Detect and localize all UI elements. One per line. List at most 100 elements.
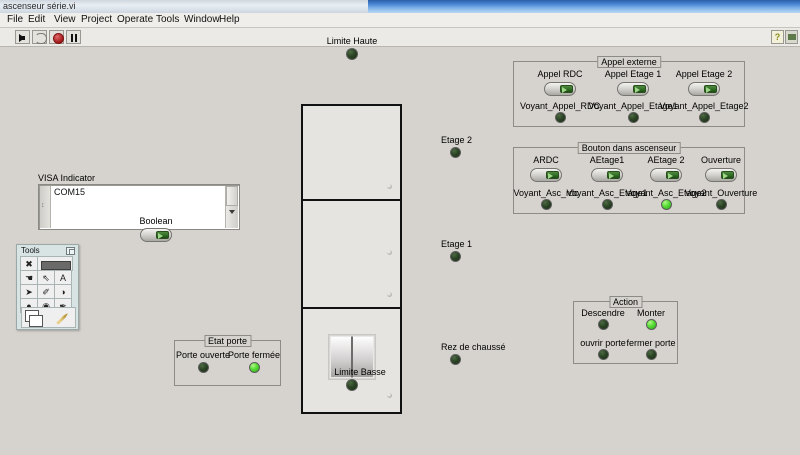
rez-de-chausse-label: Rez de chaussé	[441, 342, 506, 352]
window-title: ascenseur série.vi	[3, 1, 76, 11]
visa-scrollbar[interactable]	[225, 186, 238, 228]
menu-item-edit[interactable]: Edit	[28, 14, 46, 25]
voyant-asc-etage1-led	[602, 199, 613, 210]
shaft-marker	[387, 393, 392, 398]
ouverture-label: Ouverture	[700, 155, 742, 165]
switch-knob	[607, 171, 620, 179]
object-shortcut-menu-icon[interactable]: ◑	[54, 284, 72, 299]
automatic-tool-select-icon[interactable]: ✖	[20, 256, 38, 271]
pause-button[interactable]	[66, 30, 81, 44]
menu-item-file[interactable]: File	[7, 14, 24, 25]
descendre-label: Descendre	[581, 308, 625, 318]
switch-knob	[666, 171, 679, 179]
porte-ouverte-label: Porte ouverte	[175, 350, 231, 360]
shaft-divider-2	[303, 307, 400, 309]
menu-item-help[interactable]: Help	[219, 14, 240, 25]
pencil-icon	[52, 308, 73, 329]
limite-haute-label: Limite Haute	[326, 36, 378, 46]
appel-rdc-label: Appel RDC	[537, 69, 583, 79]
etat-porte-group: Etat porte Porte ouverte Porte fermée	[174, 335, 281, 386]
fermer-porte-led	[646, 349, 657, 360]
appel-externe-group: Appel externe Appel RDC Voyant_Appel_RDC…	[513, 56, 749, 127]
boolean-switch-knob	[156, 231, 169, 239]
action-group: Action Descendre Monter ouvrir porte fer…	[573, 296, 678, 364]
visa-resource-value: COM15	[54, 187, 86, 197]
porte-ouverte-led	[198, 362, 209, 373]
menu-item-project[interactable]: Project	[81, 14, 113, 25]
tools-palette-color-area[interactable]	[21, 307, 76, 328]
tools-row: ☚ ⇖ A	[20, 270, 76, 285]
descendre-led	[598, 319, 609, 330]
automatic-tool-glyph: ✖	[25, 259, 33, 269]
boolean-switch[interactable]	[140, 228, 172, 242]
tools-palette-grid: ✖ ☚ ⇖ A ➤ ✐ ◑ ● ◉ ✒	[20, 256, 76, 313]
menu-bar: File Edit View Project Operate Tools Win…	[0, 13, 800, 28]
background-color-swatch[interactable]	[29, 315, 43, 327]
shortcut-glyph: ◑	[60, 287, 66, 297]
limite-basse-label: Limite Basse	[334, 367, 386, 377]
ouverture-switch[interactable]	[705, 168, 737, 182]
switch-knob	[546, 171, 559, 179]
appel-etage2-label: Appel Etage 2	[675, 69, 733, 79]
appel-etage2-switch[interactable]	[688, 82, 720, 96]
shaft-marker	[387, 250, 392, 255]
menu-item-tools[interactable]: Tools	[156, 14, 180, 25]
shaft-divider-1	[303, 199, 400, 201]
pause-icon	[71, 34, 79, 42]
voyant-appel-etage2-label: Voyant_Appel_Etage2	[659, 101, 749, 111]
bouton-ascenseur-title: Bouton dans ascenseur	[577, 142, 681, 154]
position-size-select-icon[interactable]: ⇖	[37, 270, 55, 285]
aetage2-switch[interactable]	[650, 168, 682, 182]
voyant-appel-etage2-led	[699, 112, 710, 123]
visa-scrollbar-thumb[interactable]	[226, 186, 238, 206]
voyant-ouverture-led	[716, 199, 727, 210]
menu-item-view[interactable]: View	[54, 14, 76, 25]
front-panel-canvas: VISA Indicator ↕ COM15 Tools ✖	[0, 36, 800, 432]
run-button[interactable]	[15, 30, 30, 44]
switch-knob	[633, 85, 646, 93]
set-color-icon[interactable]: ✐	[37, 284, 55, 299]
porte-fermee-led	[249, 362, 260, 373]
etage-2-led	[450, 147, 461, 158]
title-bar-left-fill	[0, 0, 368, 13]
connect-wire-icon[interactable]: ➤	[20, 284, 38, 299]
run-continuously-button[interactable]	[32, 30, 47, 44]
elevator-door-left	[330, 336, 352, 378]
elevator-shaft	[301, 104, 402, 414]
pin-icon[interactable]	[66, 247, 75, 255]
probe-glyph: ◉	[42, 301, 50, 311]
context-help-icon[interactable]	[785, 30, 798, 44]
voyant-asc-rdc-led	[541, 199, 552, 210]
menu-item-window[interactable]: Window	[184, 14, 220, 25]
switch-knob	[560, 85, 573, 93]
tools-palette[interactable]: Tools ✖ ☚ ⇖ A ➤ ✐ ◑ ●	[16, 244, 79, 330]
vi-toolbar: ?	[0, 28, 800, 47]
visa-indicator-box[interactable]: ↕ COM15	[38, 184, 240, 230]
abort-execution-button[interactable]	[49, 30, 64, 44]
appel-externe-title: Appel externe	[597, 56, 661, 68]
voyant-asc-rdc-label: Voyant_Asc_rdc	[513, 188, 579, 198]
ardc-switch[interactable]	[530, 168, 562, 182]
help-question-icon[interactable]: ?	[771, 30, 784, 44]
fermer-porte-label: fermer porte	[626, 338, 676, 348]
color-swatch-icon[interactable]	[37, 256, 73, 271]
voyant-appel-etage1-led	[628, 112, 639, 123]
color-swatch-fill	[41, 261, 71, 270]
voyant-asc-etage2-led	[661, 199, 672, 210]
hand-glyph: ☚	[24, 273, 34, 283]
chevron-down-icon[interactable]	[229, 210, 235, 214]
aetage1-label: AEtage1	[589, 155, 625, 165]
appel-rdc-switch[interactable]	[544, 82, 576, 96]
rez-de-chausse-led	[450, 354, 461, 365]
appel-etage1-switch[interactable]	[617, 82, 649, 96]
menu-item-operate[interactable]: Operate	[117, 14, 154, 25]
edit-text-icon[interactable]: A	[54, 270, 72, 285]
ardc-label: ARDC	[533, 155, 559, 165]
aetage1-switch[interactable]	[591, 168, 623, 182]
operate-value-hand-icon[interactable]: ☚	[20, 270, 38, 285]
elevator-door-right	[352, 336, 374, 378]
elevator-car	[328, 334, 376, 380]
porte-fermee-label: Porte fermée	[227, 350, 281, 360]
abort-execution-icon	[53, 33, 64, 44]
etat-porte-title: Etat porte	[203, 335, 252, 347]
